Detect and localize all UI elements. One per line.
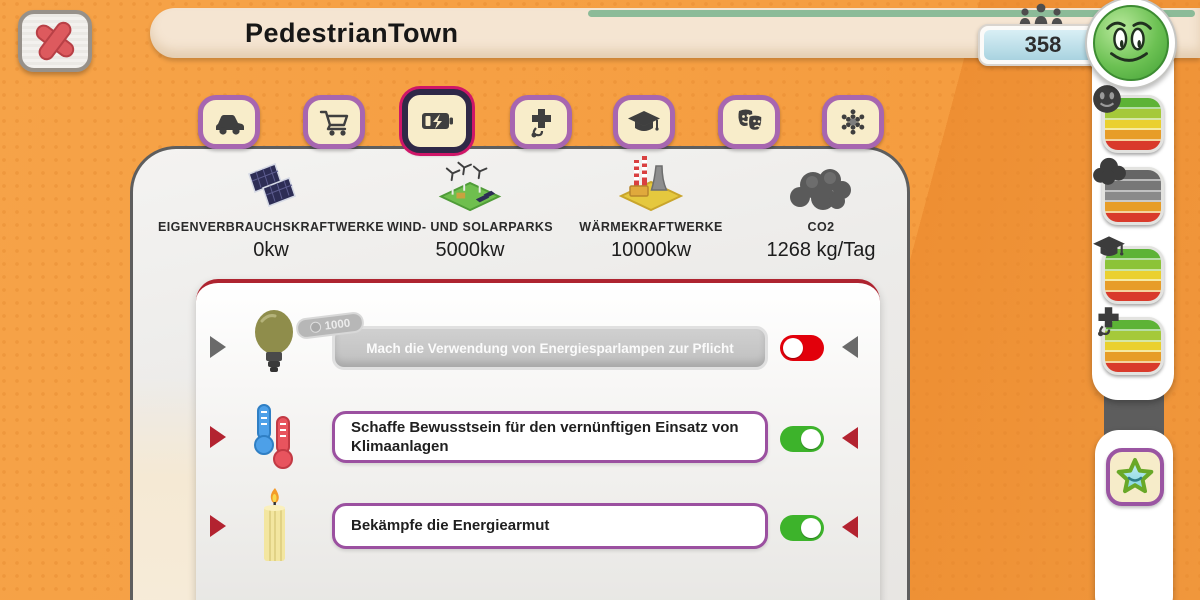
city-mood-indicator[interactable] [1085, 0, 1177, 89]
smoke-cloud-icon [790, 169, 851, 210]
community-icon [840, 109, 866, 135]
achievements-button[interactable] [1106, 448, 1164, 506]
policy-prev-arrow[interactable] [210, 426, 226, 448]
stat-value: 1268 kg/Tag [766, 239, 876, 261]
education-cap-icon [628, 111, 660, 131]
tab-health[interactable] [510, 95, 572, 149]
policy-toggle-klimaanlagen[interactable] [780, 426, 824, 452]
vehicle-icon [216, 115, 244, 135]
policy-text: Mach die Verwendung von Energiesparlampe… [366, 340, 734, 356]
health-gauge-meter [1102, 317, 1164, 375]
happiness-gauge-button[interactable] [1093, 85, 1164, 153]
policy-button-klimaanlagen[interactable]: Schaffe Bewusstsein für den vernünftigen… [332, 411, 768, 463]
policy-button-energiearmut[interactable]: Bekämpfe die Energiearmut [332, 503, 768, 549]
policy-text: Schaffe Bewusstsein für den vernünftigen… [351, 418, 739, 456]
close-icon [35, 21, 75, 61]
thermal-plant-icon [619, 156, 683, 212]
stat-label: EIGENVERBRAUCHSKRAFTWERKE [158, 220, 384, 234]
stat-label: CO2 [807, 220, 835, 234]
smiley-face-icon [1093, 5, 1169, 81]
tab-vehicles[interactable] [198, 95, 260, 149]
city-name: PedestrianTown [245, 18, 459, 48]
policy-cost: 1000 [324, 317, 351, 333]
stat-wind-solar: WIND- UND SOLARPARKS 5000kw [355, 150, 585, 262]
policies-card: 1000 Mach die Verwendung von Energiespar… [196, 279, 880, 600]
policy-prev-arrow[interactable] [210, 336, 226, 358]
policy-next-arrow[interactable] [842, 427, 858, 449]
education-cap-icon [1093, 236, 1125, 256]
co2-gauge-button[interactable] [1093, 157, 1164, 225]
health-icon [1098, 307, 1119, 337]
shopping-cart-icon [319, 110, 349, 136]
policy-prev-arrow[interactable] [210, 515, 226, 537]
star-icon [1116, 458, 1154, 494]
battery-energy-icon [422, 113, 453, 129]
culture-masks-icon [738, 109, 763, 132]
education-gauge-meter [1102, 246, 1164, 304]
thermometer-icon [254, 404, 293, 469]
population-value: 358 [984, 30, 1102, 60]
solar-panels-icon [248, 163, 296, 207]
tab-education[interactable] [613, 95, 675, 149]
policy-button-energiesparlampen[interactable]: Mach die Verwendung von Energiesparlampe… [332, 326, 768, 370]
smoke-cloud-icon [1093, 157, 1126, 185]
progress-bar [588, 10, 1195, 17]
happiness-gauge-meter [1102, 95, 1164, 153]
education-gauge-button[interactable] [1093, 236, 1164, 304]
happiness-icon [1093, 85, 1121, 113]
stat-label: WIND- UND SOLARPARKS [386, 220, 554, 234]
stat-co2: CO2 1268 kg/Tag [706, 150, 936, 262]
lightbulb-icon [255, 310, 293, 372]
stat-self-consumption: EIGENVERBRAUCHSKRAFTWERKE 0kw [156, 150, 386, 262]
stat-label: WÄRMEKRAFTWERKE [579, 220, 723, 234]
policy-next-arrow[interactable] [842, 516, 858, 538]
policy-toggle-energiesparlampen[interactable] [780, 335, 824, 361]
stat-value: 5000kw [435, 239, 505, 261]
wind-solar-park-icon [438, 161, 502, 212]
policy-toggle-energiearmut[interactable] [780, 515, 824, 541]
stat-thermal: WÄRMEKRAFTWERKE 10000kw [536, 150, 766, 262]
policy-text: Bekämpfe die Energiearmut [351, 517, 550, 535]
health-gauge-button[interactable] [1098, 307, 1164, 375]
coin-icon [309, 321, 322, 334]
tab-energy[interactable] [402, 89, 472, 153]
health-icon [531, 109, 551, 138]
close-button[interactable] [18, 10, 92, 72]
stat-value: 10000kw [610, 239, 692, 261]
tab-community[interactable] [822, 95, 884, 149]
candle-icon [264, 488, 285, 561]
stat-value: 0kw [253, 239, 289, 261]
tab-culture[interactable] [718, 95, 780, 149]
policy-next-arrow[interactable] [842, 336, 858, 358]
tab-shopping[interactable] [303, 95, 365, 149]
